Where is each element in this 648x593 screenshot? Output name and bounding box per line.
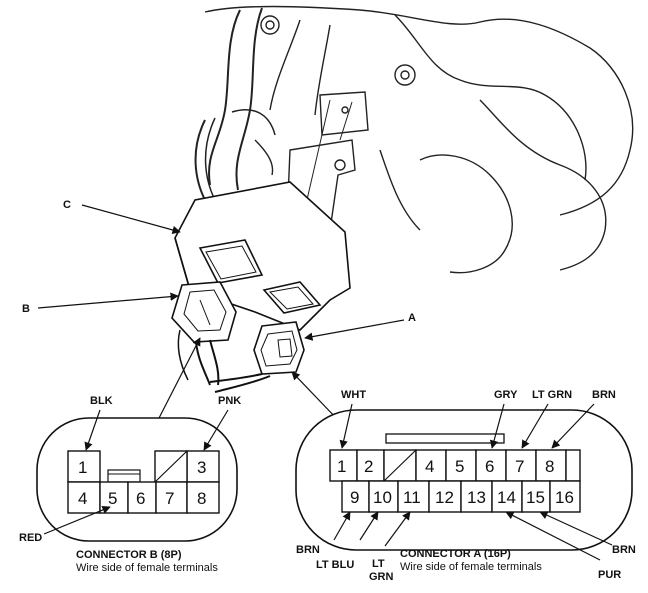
connector-a-pin-11: 11 bbox=[403, 488, 421, 507]
connector-a-pin-6: 6 bbox=[485, 457, 494, 476]
connector-a-wire-brn-8: BRN bbox=[592, 389, 616, 401]
connector-b-pin-5: 5 bbox=[108, 489, 117, 508]
callout-c: C bbox=[63, 199, 71, 211]
connector-a-wire-ltgrn-11-b: GRN bbox=[369, 571, 394, 583]
connector-a-pin-1: 1 bbox=[337, 457, 346, 476]
connector-a-pin-5: 5 bbox=[455, 457, 464, 476]
connector-b-title: CONNECTOR B (8P) bbox=[76, 549, 182, 561]
connector-a-pin-14: 14 bbox=[497, 488, 516, 507]
connector-a-pin-16: 16 bbox=[555, 488, 574, 507]
connector-a-wire-gry: GRY bbox=[494, 389, 518, 401]
connector-a-leaders bbox=[333, 403, 613, 561]
connector-a-pin-10: 10 bbox=[373, 488, 392, 507]
connector-b-pin-7: 7 bbox=[165, 489, 174, 508]
connector-b-pin-6: 6 bbox=[136, 489, 145, 508]
connector-a-pin-12: 12 bbox=[435, 488, 454, 507]
connector-b-face: 1 3 4 5 6 7 8 bbox=[36, 417, 238, 542]
connector-a-pin-9: 9 bbox=[350, 488, 359, 507]
connector-a-pin-2: 2 bbox=[364, 457, 373, 476]
callout-a: A bbox=[408, 312, 416, 324]
connector-a-subtitle: Wire side of female terminals bbox=[400, 561, 542, 573]
connector-a-wire-ltblu: LT BLU bbox=[316, 559, 354, 571]
callout-b: B bbox=[22, 303, 30, 315]
connector-b-wire-pnk: PNK bbox=[218, 395, 241, 407]
connector-b-pin-8: 8 bbox=[197, 489, 206, 508]
connector-b-pin-1: 1 bbox=[78, 458, 87, 477]
connector-a-wire-brn-9: BRN bbox=[296, 544, 320, 556]
connector-a-wire-pur: PUR bbox=[598, 569, 621, 581]
connector-b-pin-3: 3 bbox=[197, 458, 206, 477]
connector-a-pin-8: 8 bbox=[545, 457, 554, 476]
plug-b bbox=[171, 281, 237, 386]
connector-b-wire-blk: BLK bbox=[90, 395, 113, 407]
connector-a-title: CONNECTOR A (16P) bbox=[400, 548, 511, 560]
connector-b-pin-4: 4 bbox=[78, 489, 87, 508]
connector-a-wire-ltgrn-11-a: LT bbox=[372, 558, 385, 570]
connector-a-pin-15: 15 bbox=[526, 488, 545, 507]
connector-a-pin-4: 4 bbox=[425, 457, 434, 476]
connector-a-wire-brn-16: BRN bbox=[612, 544, 636, 556]
connector-b-cell-3 bbox=[186, 450, 220, 483]
connector-b-leaders bbox=[43, 409, 229, 535]
connector-a-pin-7: 7 bbox=[515, 457, 524, 476]
callout-leaders bbox=[37, 204, 405, 421]
connector-a-wire-wht: WHT bbox=[341, 389, 366, 401]
connector-a-wire-ltgrn: LT GRN bbox=[532, 389, 572, 401]
connector-b-subtitle: Wire side of female terminals bbox=[76, 562, 218, 574]
connector-a-pin-13: 13 bbox=[467, 488, 486, 507]
connector-b-wire-red: RED bbox=[19, 532, 42, 544]
